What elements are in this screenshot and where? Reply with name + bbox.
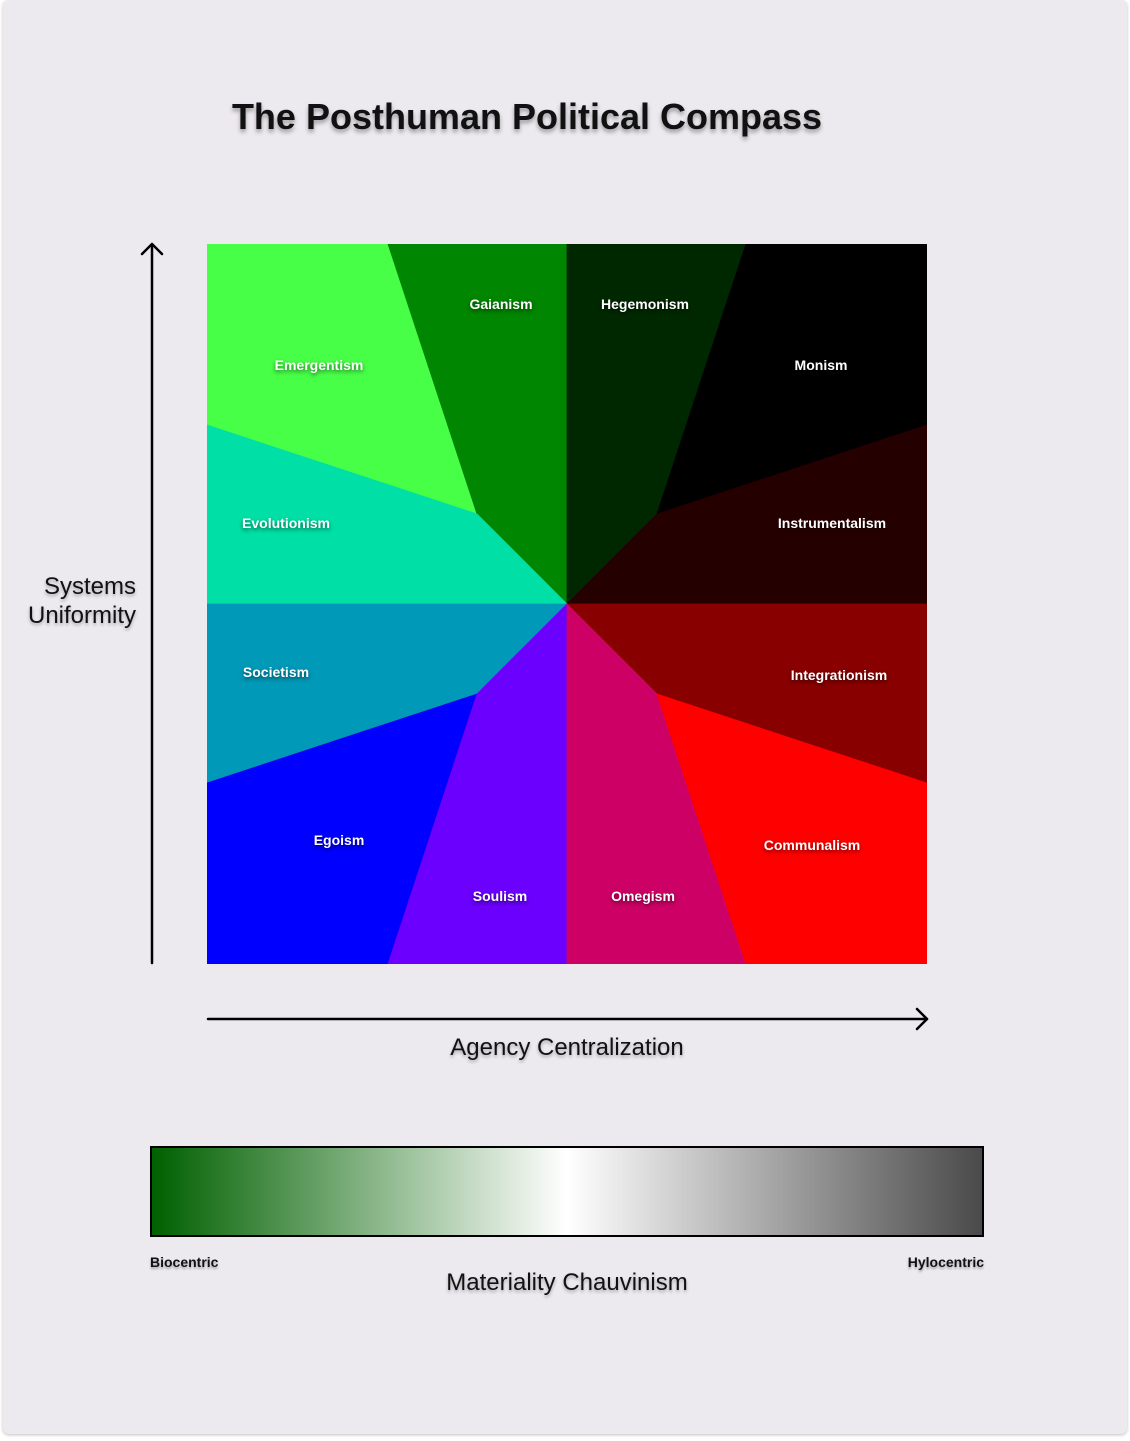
region-label-evolutionism: Evolutionism [242, 515, 330, 531]
region-soulism [387, 603, 568, 964]
region-label-emergentism: Emergentism [275, 357, 364, 373]
region-communalism [656, 693, 927, 964]
region-omegism [566, 603, 747, 964]
gradient-right-label: Hylocentric [907, 1254, 984, 1270]
x-axis-label: Agency Centralization [450, 1034, 684, 1061]
region-label-egoism: Egoism [314, 832, 365, 848]
gradient-left-label: Biocentric [150, 1254, 219, 1270]
region-label-societism: Societism [243, 664, 309, 680]
region-egoism [207, 693, 478, 964]
region-label-omegism: Omegism [611, 888, 675, 904]
gradient-title: Materiality Chauvinism [446, 1269, 688, 1296]
region-label-gaianism: Gaianism [469, 296, 532, 312]
region-label-communalism: Communalism [764, 837, 860, 853]
region-label-instrumentalism: Instrumentalism [778, 515, 886, 531]
region-label-integrationism: Integrationism [791, 667, 887, 683]
materiality-gradient-bar [150, 1146, 984, 1237]
page-title: The Posthuman Political Compass [231, 96, 823, 137]
compass-chart: Emergentism Gaianism HegemonismMonismEvolu… [207, 244, 927, 964]
region-label-monism: Monism [795, 357, 848, 373]
region-label-hegemonism: Hegemonism [601, 296, 689, 312]
region-label-soulism: Soulism [473, 888, 527, 904]
region-monism [656, 244, 927, 515]
y-axis-label: Systems Uniformity [27, 573, 136, 629]
